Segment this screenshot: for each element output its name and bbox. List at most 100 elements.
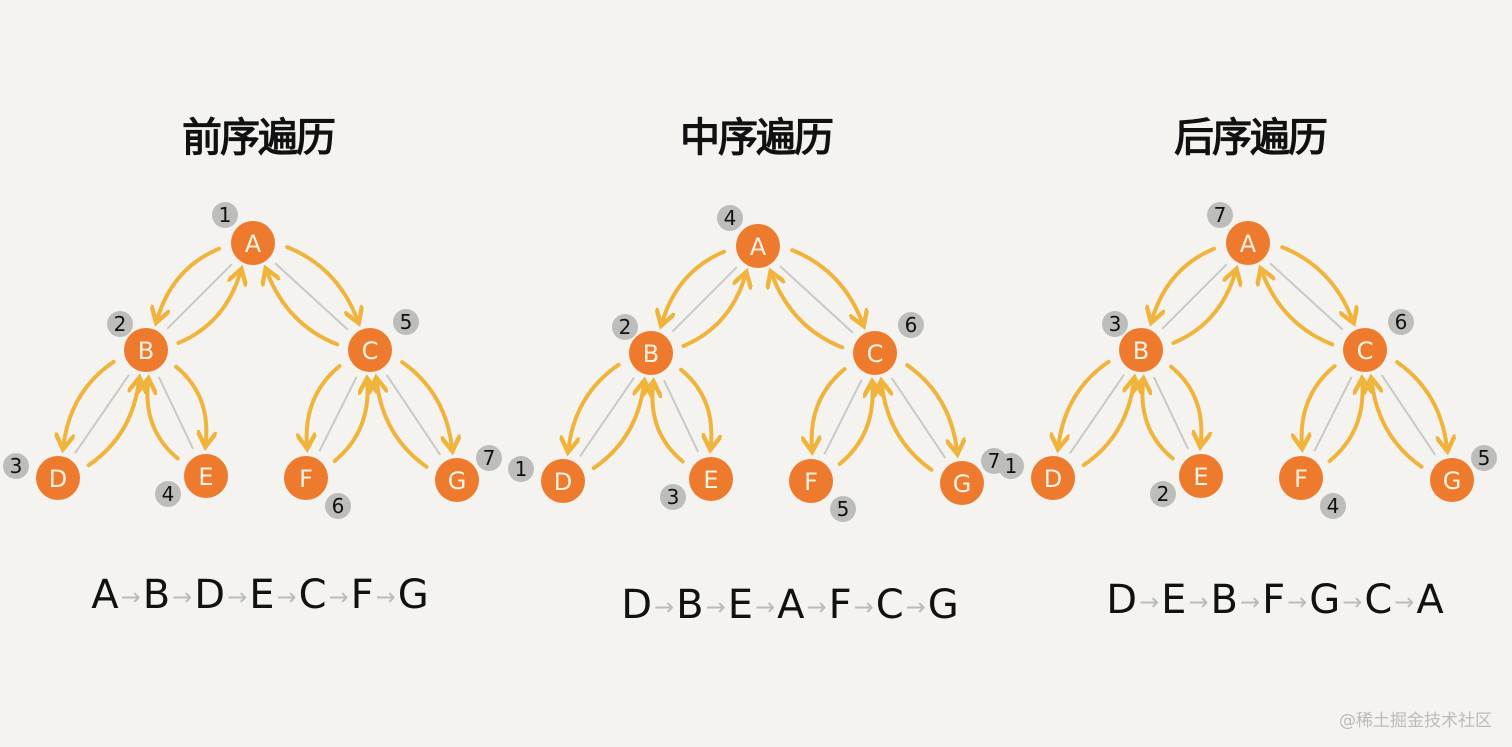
traversal-arrow-down [1395, 360, 1447, 447]
order-number: 4 [162, 482, 175, 506]
traversal-arrow-down [812, 367, 847, 448]
sequence-step: F [828, 582, 852, 628]
tree-node-G [1430, 458, 1474, 502]
traversal-arrow-up [147, 382, 180, 461]
traversal-arrow-up [377, 382, 429, 469]
tree-node-E [689, 457, 733, 501]
traversal-arrow-down [307, 364, 342, 445]
traversal-arrow-up [332, 382, 368, 464]
tree-node-label: F [299, 465, 313, 493]
tree-node-label: A [245, 230, 262, 258]
order-number: 3 [667, 485, 680, 509]
sequence-arrow: → [276, 583, 297, 611]
sequence-step: G [927, 582, 959, 628]
sequence-arrow: → [375, 583, 396, 611]
order-number: 1 [515, 457, 528, 481]
order-number: 4 [724, 206, 737, 230]
traversal-arrow-up [267, 272, 340, 347]
panel-title-inorder: 中序遍历 [680, 115, 834, 161]
sequence-step: G [1309, 577, 1341, 623]
sequence-arrow: → [1342, 588, 1363, 616]
tree-node-label: A [1240, 230, 1257, 258]
tree-node-label: D [1044, 465, 1062, 493]
tree-edge [385, 374, 442, 456]
traversal-arrow-down [679, 367, 711, 446]
sequence-step: A [1416, 577, 1444, 623]
order-badge [3, 453, 29, 479]
tree-node-label: E [198, 463, 213, 491]
tree-node-B [124, 328, 168, 372]
order-badge [612, 314, 638, 340]
tree-edge [318, 376, 358, 452]
order-badge [830, 496, 856, 522]
tree-node-label: B [138, 337, 154, 365]
traversal-arrow-up [1142, 382, 1175, 461]
order-number: 1 [1005, 454, 1018, 478]
sequence-inorder: D→B→E→A→F→C→G [550, 582, 1030, 628]
traversal-arrow-down [1058, 359, 1111, 446]
tree-edge [274, 262, 349, 331]
tree-node-E [184, 454, 228, 498]
sequence-step: C [1364, 577, 1393, 623]
order-badge [212, 202, 238, 228]
order-badge [325, 493, 351, 519]
traversal-arrow-up [1262, 272, 1335, 347]
order-number: 6 [332, 494, 345, 518]
traversal-arrow-up [837, 385, 873, 467]
sequence-arrow: → [705, 593, 726, 621]
tree-edge [1313, 376, 1353, 452]
traversal-arrow-up [1327, 382, 1363, 464]
traversal-arrow-up [1372, 382, 1424, 469]
traversal-arrow-up [176, 273, 241, 345]
sequence-preorder: A→B→D→E→C→F→G [20, 572, 500, 618]
tree-node-B [1119, 328, 1163, 372]
watermark: @稀土掘金技术社区 [1339, 711, 1492, 731]
sequence-arrow: → [1287, 588, 1308, 616]
tree-node-label: D [554, 468, 572, 496]
traversal-arrow-down [568, 362, 621, 449]
order-number: 2 [1157, 482, 1170, 506]
tree-node-D [1031, 456, 1075, 500]
sequence-step: E [249, 572, 275, 618]
order-badge [998, 453, 1024, 479]
tree-edge [1269, 262, 1344, 331]
sequence-step: D [621, 582, 653, 628]
order-number: 3 [10, 454, 23, 478]
sequence-step: B [1210, 577, 1238, 623]
order-badge [1207, 202, 1233, 228]
tree-edge [662, 379, 700, 453]
order-number: 4 [1327, 494, 1340, 518]
tree-node-label: C [362, 337, 379, 365]
tree-node-E [1179, 454, 1223, 498]
tree-edge [74, 374, 130, 454]
order-number: 7 [483, 446, 496, 470]
sequence-step: G [397, 572, 429, 618]
traversal-arrow-down [400, 360, 452, 447]
traversal-arrow-up [882, 385, 934, 472]
order-number: 2 [619, 315, 632, 339]
tree-node-C [1343, 328, 1387, 372]
traversal-arrow-down [905, 363, 957, 450]
tree-edge [1161, 263, 1228, 330]
tree-node-label: C [1357, 337, 1374, 365]
order-number: 6 [1395, 310, 1408, 334]
sequence-step: A [91, 572, 119, 618]
tree-edge [890, 377, 947, 459]
order-badge [155, 481, 181, 507]
order-number: 2 [114, 312, 127, 336]
tree-node-A [231, 221, 275, 265]
order-badge [660, 484, 686, 510]
tree-edge [1380, 374, 1437, 456]
traversal-arrow-up [1171, 273, 1236, 345]
traversal-arrow-down [790, 248, 862, 322]
traversal-arrow-down [662, 249, 727, 322]
tree-edge [157, 376, 195, 450]
order-badge [1102, 311, 1128, 337]
tree-node-label: E [1193, 463, 1208, 491]
tree-node-A [1226, 221, 1270, 265]
tree-node-F [284, 456, 328, 500]
sequence-arrow: → [853, 593, 874, 621]
order-badge [898, 312, 924, 338]
sequence-step: E [1161, 577, 1187, 623]
traversal-arrow-down [63, 359, 116, 446]
